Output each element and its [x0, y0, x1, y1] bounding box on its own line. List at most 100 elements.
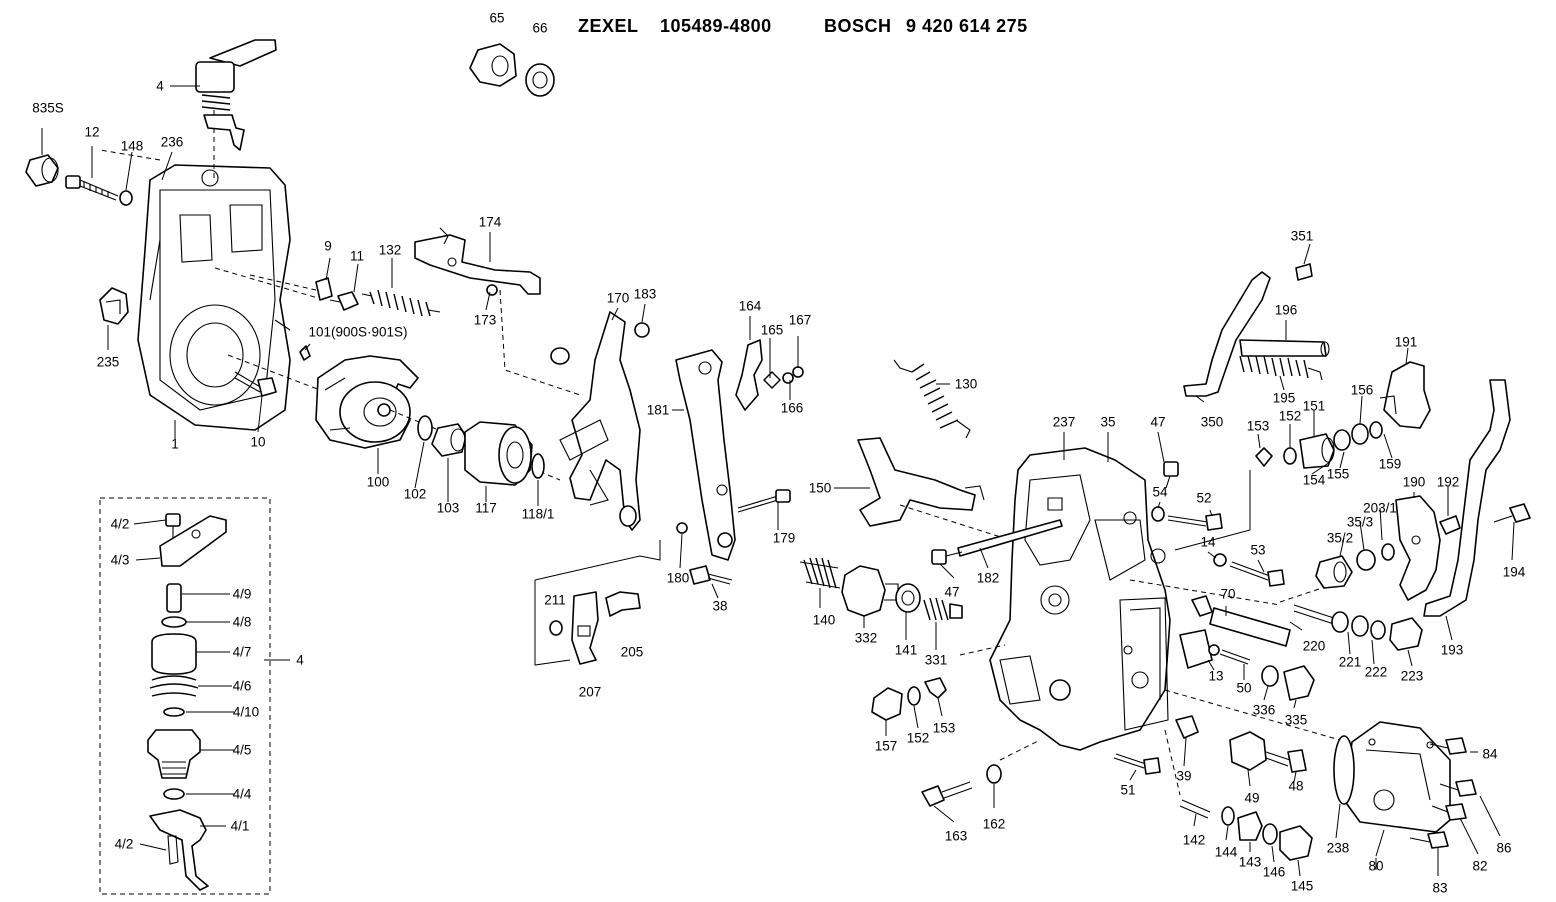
part-102-washer: [417, 415, 433, 441]
detail-label: 4/4: [232, 786, 252, 802]
part-label: 191: [1394, 334, 1418, 350]
part-150-lever: [857, 437, 985, 527]
part-235-clip: [99, 287, 129, 325]
part-163-bolt: [921, 781, 973, 807]
part-label: 141: [894, 642, 918, 658]
part-label: 4: [156, 78, 164, 94]
part-label: 86: [1496, 840, 1512, 856]
part-label: 173: [473, 312, 497, 328]
part-label: 174: [478, 214, 502, 230]
part-47-bolt-a: [931, 549, 963, 565]
part-65-nut: [469, 43, 517, 87]
detail-label: 4/2: [110, 516, 130, 532]
part-170-lever: [550, 311, 641, 531]
part-label: 65: [489, 10, 505, 26]
part-label: 222: [1364, 664, 1388, 680]
part-label: 193: [1440, 642, 1464, 658]
part-179-screw: [737, 489, 791, 513]
part-141-washer: [895, 583, 921, 613]
part-label: 154: [1302, 472, 1326, 488]
parts-151-159: [1255, 421, 1383, 469]
part-label: 48: [1288, 778, 1304, 794]
part-label: 118/1: [521, 506, 555, 522]
part-label: 335: [1284, 712, 1308, 728]
detail-label: 4/1: [230, 818, 250, 834]
part-86-screw: [1439, 779, 1477, 797]
part-203-1-ring: [1381, 543, 1395, 561]
part-label: 194: [1502, 564, 1526, 580]
part-label: 11: [349, 248, 365, 264]
detail-label: 4/10: [232, 704, 260, 720]
part-label: 164: [738, 298, 762, 314]
detail-label: 4/8: [232, 614, 252, 630]
part-label: 163: [944, 828, 968, 844]
title-brand-bosch: BOSCH: [824, 16, 892, 36]
part-191-block: [1379, 361, 1431, 429]
part-label: 49: [1244, 790, 1260, 806]
part-label: 100: [366, 474, 390, 490]
title-brand-zexel: ZEXEL: [578, 16, 639, 36]
part-label: 235: [96, 354, 120, 370]
part-label: 1: [171, 436, 179, 452]
part-label: 205: [620, 644, 644, 660]
part-103-collar: [431, 423, 467, 457]
part-label: 156: [1350, 382, 1374, 398]
part-190-cam: [1395, 495, 1441, 601]
title-bosch-number: 9 420 614 275: [906, 16, 1028, 36]
part-194-screw: [1493, 503, 1531, 523]
part-label: 14: [1200, 534, 1216, 550]
part-label: 84: [1482, 746, 1498, 762]
part-335-plug: [1283, 665, 1315, 701]
part-label: 151: [1302, 398, 1326, 414]
part-label: 13: [1208, 668, 1224, 684]
part-82-screw: [1431, 803, 1467, 821]
part-10-bolt: [234, 371, 277, 397]
part-193-lever: [1423, 379, 1511, 617]
part-4-actuator: [195, 39, 277, 151]
part-50-screw: [1219, 649, 1251, 665]
part-118-1-ring: [531, 453, 545, 479]
part-196-sleeve: [1239, 339, 1330, 357]
part-162-washer: [986, 764, 1002, 784]
part-label: 166: [780, 400, 804, 416]
part-label: 153: [1246, 418, 1270, 434]
detail-label: 4/2: [114, 836, 134, 852]
part-238-oring: [1333, 735, 1355, 805]
part-label: 153: [932, 720, 956, 736]
part-label: 146: [1262, 864, 1286, 880]
part-192-screw: [1439, 515, 1461, 535]
part-label: 835S: [32, 100, 64, 116]
part-label: 66: [532, 20, 548, 36]
part-label: 83: [1432, 880, 1448, 896]
part-35-2-fitting: [1315, 555, 1353, 589]
part-label: 12: [84, 124, 100, 140]
part-52-bolt: [1167, 513, 1223, 531]
part-label: 50: [1236, 680, 1252, 696]
part-49-fitting: [1229, 731, 1267, 771]
detail-4-parts: [147, 513, 227, 891]
part-label: 350: [1200, 414, 1224, 430]
part-label: 140: [812, 612, 836, 628]
part-66-washer: [525, 63, 555, 97]
part-351-screw: [1295, 263, 1313, 281]
part-label: 53: [1250, 542, 1266, 558]
parts-164-167: [735, 339, 804, 411]
part-35-3-ring: [1356, 549, 1376, 571]
detail-group-label: 4: [296, 652, 304, 668]
part-label: 35/3: [1346, 514, 1374, 530]
part-label: 221: [1338, 654, 1362, 670]
part-label: 39: [1176, 768, 1192, 784]
part-label: 145: [1290, 878, 1314, 894]
part-84-screw: [1429, 737, 1467, 755]
part-label: 182: [976, 570, 1000, 586]
parts-142-146: [1179, 799, 1313, 861]
part-label: 332: [854, 630, 878, 646]
part-80-cover: [1343, 721, 1451, 833]
part-130-spring: [893, 359, 971, 439]
part-12-bolt: [65, 175, 133, 206]
part-label: 10: [250, 434, 266, 450]
part-14-washer: [1213, 553, 1227, 567]
part-195-spring: [1239, 355, 1323, 381]
